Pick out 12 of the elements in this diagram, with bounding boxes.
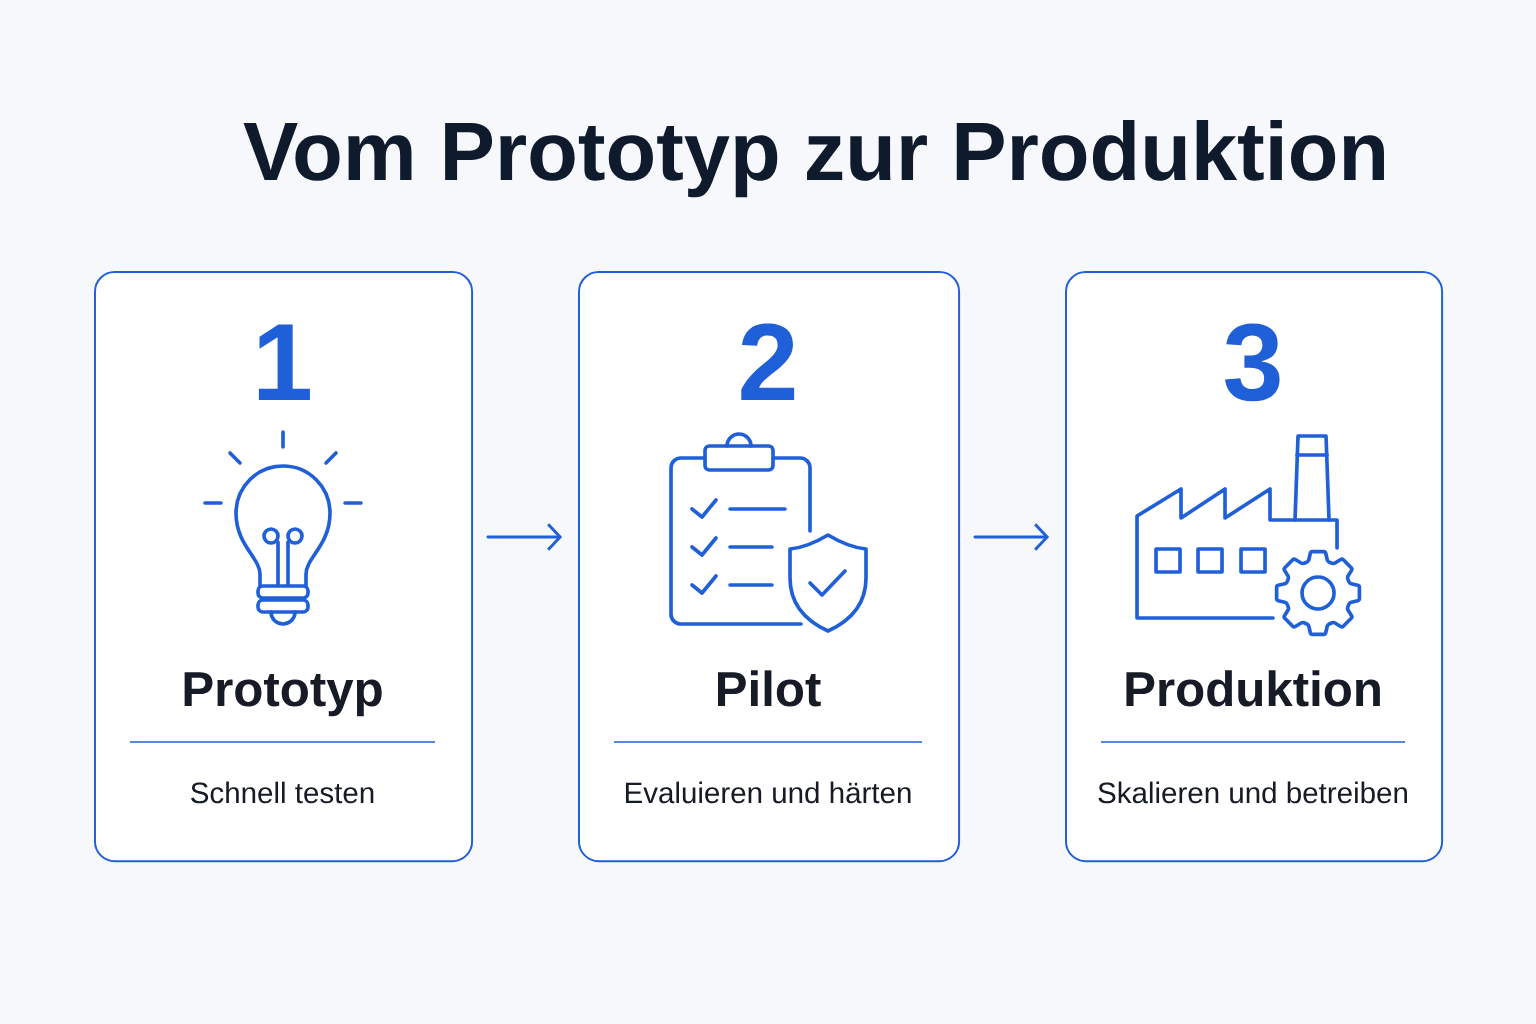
step-title: Pilot: [718, 670, 821, 707]
step-number: 2: [741, 323, 795, 400]
step-number: 3: [1225, 323, 1280, 402]
arrow: [973, 523, 1050, 551]
step-title: Produktion: [1126, 670, 1380, 707]
title: Vom Prototyp zur Produktion: [243, 119, 1384, 198]
arrow: [486, 523, 563, 551]
step-description: Skalieren und betreiben: [1098, 781, 1407, 804]
step-description: Schnell testen: [191, 781, 374, 804]
step-title: Prototyp: [184, 672, 382, 717]
step-number: 1: [258, 324, 310, 400]
step-description: Evaluieren und härten: [625, 781, 911, 804]
